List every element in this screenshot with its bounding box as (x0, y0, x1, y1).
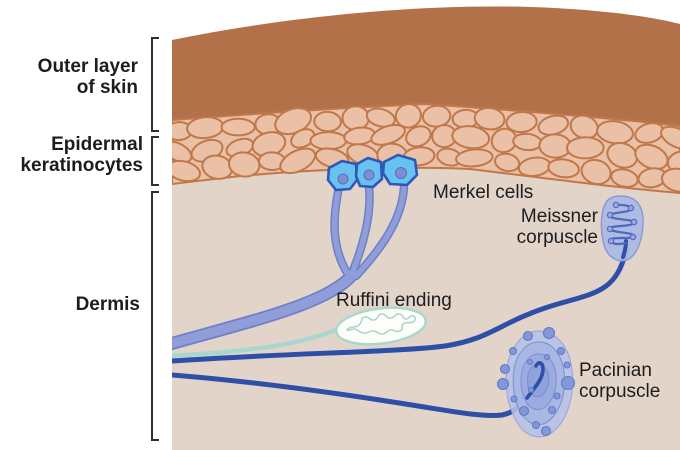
keratinocyte-cell (547, 158, 580, 179)
ruffini-ending (172, 306, 427, 359)
outer-skin-layer (172, 6, 680, 126)
label-dermis: Dermis (75, 294, 140, 315)
merkel-cell-nucleus (363, 169, 375, 181)
keratinocyte-cell (505, 110, 538, 134)
keratinocyte-cell (660, 167, 680, 193)
meissner-corpuscle (172, 195, 644, 364)
merkel-cell-nucleus (395, 167, 407, 179)
keratinocyte-cells (172, 103, 680, 193)
keratinocyte-cell (365, 107, 396, 128)
keratinocyte-cell (580, 158, 612, 186)
keratinocyte-cell (394, 103, 422, 129)
label-epidermal-line1: Epidermal (51, 134, 143, 155)
keratinocyte-cell (660, 125, 680, 150)
bracket-outer-layer (151, 37, 159, 132)
ruffini-nerve-fiber (172, 325, 343, 359)
keratinocyte-cell (473, 106, 506, 131)
ruffini-inner-fibers (346, 313, 417, 335)
keratinocyte-cell (309, 131, 348, 151)
keratinocyte-cell (290, 128, 316, 149)
keratinocyte-cell (610, 168, 639, 188)
label-pacinian-corpuscle: Pacinian corpuscle (579, 360, 661, 402)
keratinocyte-cell (606, 141, 638, 169)
label-ruffini-ending: Ruffini ending (336, 290, 452, 311)
keratinocyte-cell (455, 148, 494, 168)
label-epidermal-line2: keratinocytes (20, 155, 143, 176)
pacinian-corpuscle (172, 326, 576, 438)
merkel-cells (326, 153, 419, 192)
label-meissner-corpuscle: Meissner corpuscle (516, 206, 598, 248)
keratinocyte-cell (279, 147, 317, 175)
label-outer-layer-line1: Outer layer (37, 56, 138, 77)
keratinocyte-cell (451, 125, 491, 150)
merkel-cell-nucleus (337, 173, 349, 185)
keratinocyte-cell (405, 125, 432, 148)
keratinocyte-cell (220, 117, 256, 137)
label-outer-layer-line2: of skin (76, 77, 138, 98)
merkel-nerve (172, 182, 409, 351)
meissner-nerve-fiber (172, 247, 629, 364)
label-merkel-cells: Merkel cells (433, 182, 534, 203)
label-outer-layer: Outer layer of skin (0, 56, 138, 98)
bracket-epidermal (151, 136, 159, 186)
bracket-dermis (151, 191, 159, 441)
keratinocyte-cell (566, 136, 605, 160)
meissner-capsule (600, 195, 644, 262)
keratinocyte-cell (172, 159, 201, 183)
label-epidermal-keratinocytes: Epidermal keratinocytes (0, 134, 143, 176)
keratinocyte-cell (313, 110, 342, 133)
keratinocyte-cell (172, 140, 193, 164)
skin-cross-section-illustration (172, 6, 680, 450)
keratinocyte-cell (227, 151, 261, 178)
pacinian-nerve-fiber (172, 372, 530, 419)
